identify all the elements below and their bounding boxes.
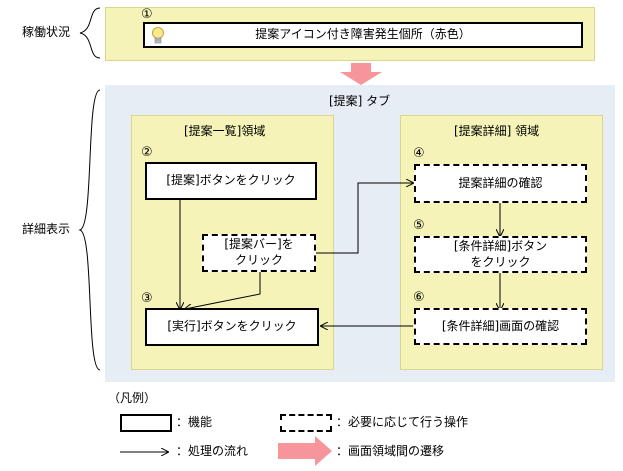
- node-5-text: [条件詳細]ボタン をクリック: [453, 238, 548, 269]
- detail-area-title: [提案詳細] 領域: [454, 124, 540, 138]
- node-2-number: ②: [141, 145, 153, 160]
- node-2-text: [提案]ボタンをクリック: [166, 173, 296, 188]
- brace-status: [79, 7, 101, 59]
- node-6-text: [条件詳細]画面の確認: [441, 318, 560, 333]
- node-5-number: ⑤: [413, 218, 425, 233]
- legend-solid-box: [120, 414, 172, 432]
- condition-detail-screen-node[interactable]: [条件詳細]画面の確認: [414, 308, 587, 345]
- proposal-detail-check-node[interactable]: 提案詳細の確認: [414, 164, 587, 203]
- transition-arrow: [340, 63, 382, 85]
- flow-bar-to-4: [316, 183, 413, 254]
- propose-bar-click-node[interactable]: [提案バー]を クリック: [202, 234, 316, 272]
- node-4-text: 提案詳細の確認: [458, 175, 543, 190]
- legend-title: （凡例）: [108, 391, 157, 405]
- legend-dashed-box: [280, 414, 332, 432]
- legend-flow-label: ：処理の流れ: [176, 444, 249, 458]
- status-section-label: 稼働状況: [22, 25, 71, 39]
- detail-section-label: 詳細表示: [22, 222, 71, 236]
- condition-detail-button-node[interactable]: [条件詳細]ボタン をクリック: [414, 236, 587, 273]
- tab-title: [提案] タブ: [329, 94, 391, 108]
- node-6-number: ⑥: [413, 290, 425, 305]
- node-4-number: ④: [413, 146, 425, 161]
- brace-detail: [78, 89, 101, 371]
- node-3-number: ③: [141, 291, 153, 306]
- legend-function-label: ：機能: [176, 415, 213, 429]
- lightbulb-icon: [152, 26, 164, 46]
- list-area-title: [提案一覧]領域: [184, 124, 266, 138]
- legend-optional-label: ：必要に応じて行う操作: [336, 415, 469, 429]
- bar-node-text: [提案バー]を クリック: [224, 237, 294, 267]
- node-3-text: [実行]ボタンをクリック: [167, 319, 297, 334]
- legend-transition-arrow: [278, 436, 332, 466]
- status-box-text: 提案アイコン付き障害発生個所（赤色）: [255, 27, 471, 42]
- propose-button-click-node[interactable]: [提案]ボタンをクリック: [145, 162, 317, 200]
- status-box[interactable]: 提案アイコン付き障害発生個所（赤色）: [143, 22, 583, 48]
- status-number: ①: [141, 7, 153, 22]
- flow-bar-to-3: [185, 272, 261, 309]
- execute-button-click-node[interactable]: [実行]ボタンをクリック: [145, 308, 319, 346]
- legend-transition-label: ：画面領域間の遷移: [336, 444, 445, 458]
